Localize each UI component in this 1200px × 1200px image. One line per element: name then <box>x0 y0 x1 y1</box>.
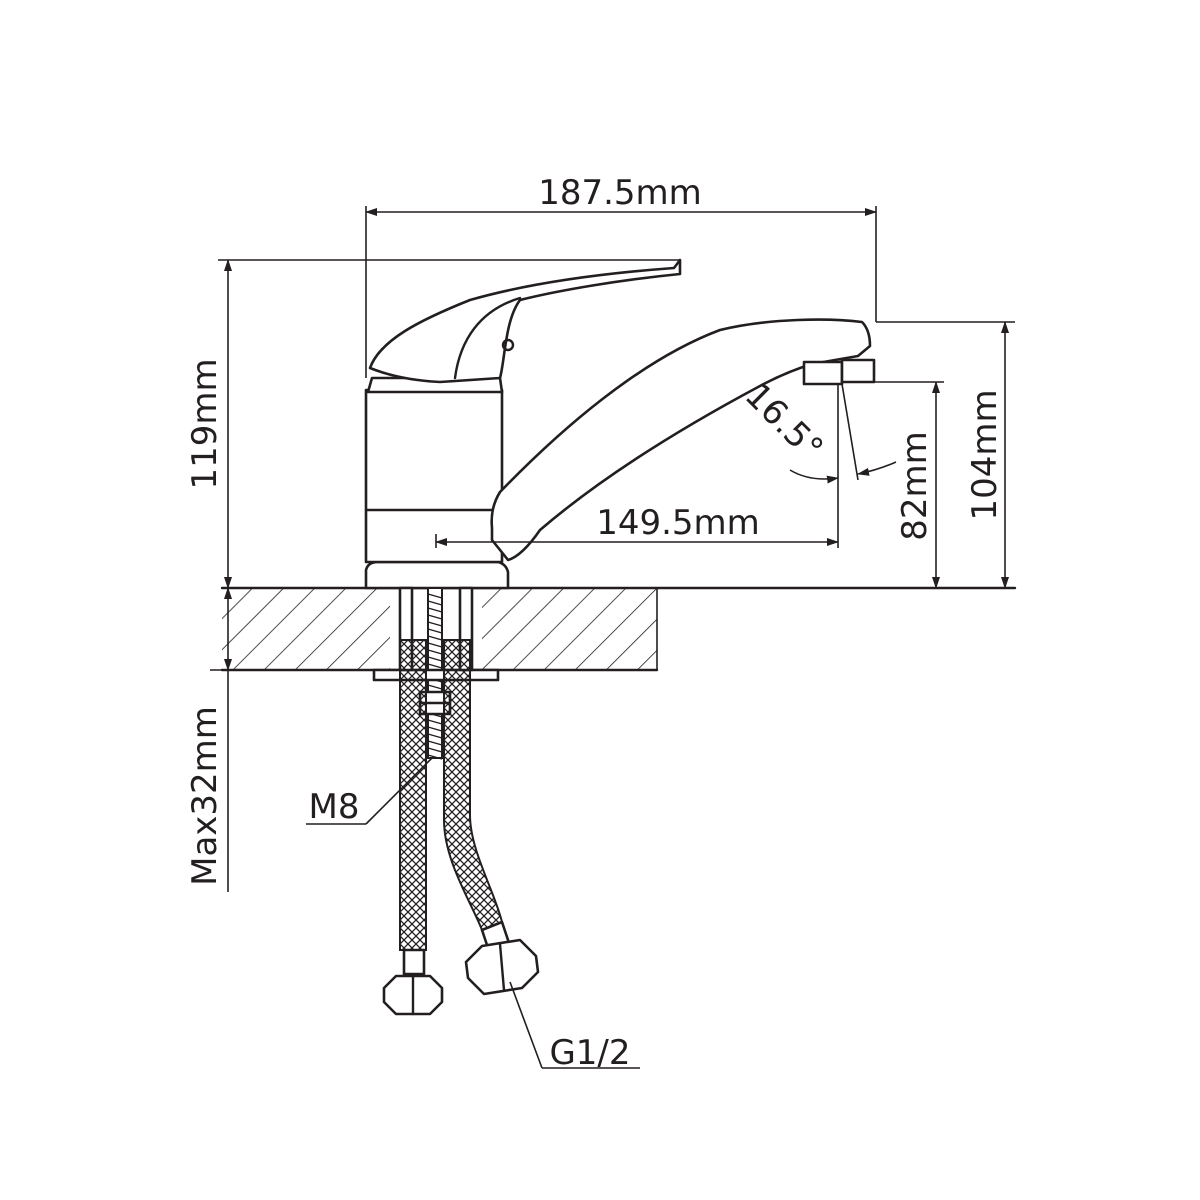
label-max-counter-thickness: Max32mm <box>185 706 225 886</box>
label-swivel-angle: 16.5° <box>737 375 831 469</box>
dimension-lines <box>210 206 1015 1069</box>
label-outlet-height: 82mm <box>895 431 935 541</box>
label-stud-thread: M8 <box>309 787 360 827</box>
lever-handle <box>368 258 682 384</box>
hoses <box>382 639 540 1016</box>
label-hose-connection: G1/2 <box>549 1033 630 1073</box>
label-spout-reach: 149.5mm <box>596 503 760 543</box>
label-overall-height: 119mm <box>185 358 225 489</box>
spout <box>490 318 876 562</box>
label-overall-width: 187.5mm <box>538 173 702 213</box>
faucet-body <box>364 376 510 590</box>
countertop <box>220 586 1017 672</box>
label-spout-height: 104mm <box>965 389 1005 520</box>
